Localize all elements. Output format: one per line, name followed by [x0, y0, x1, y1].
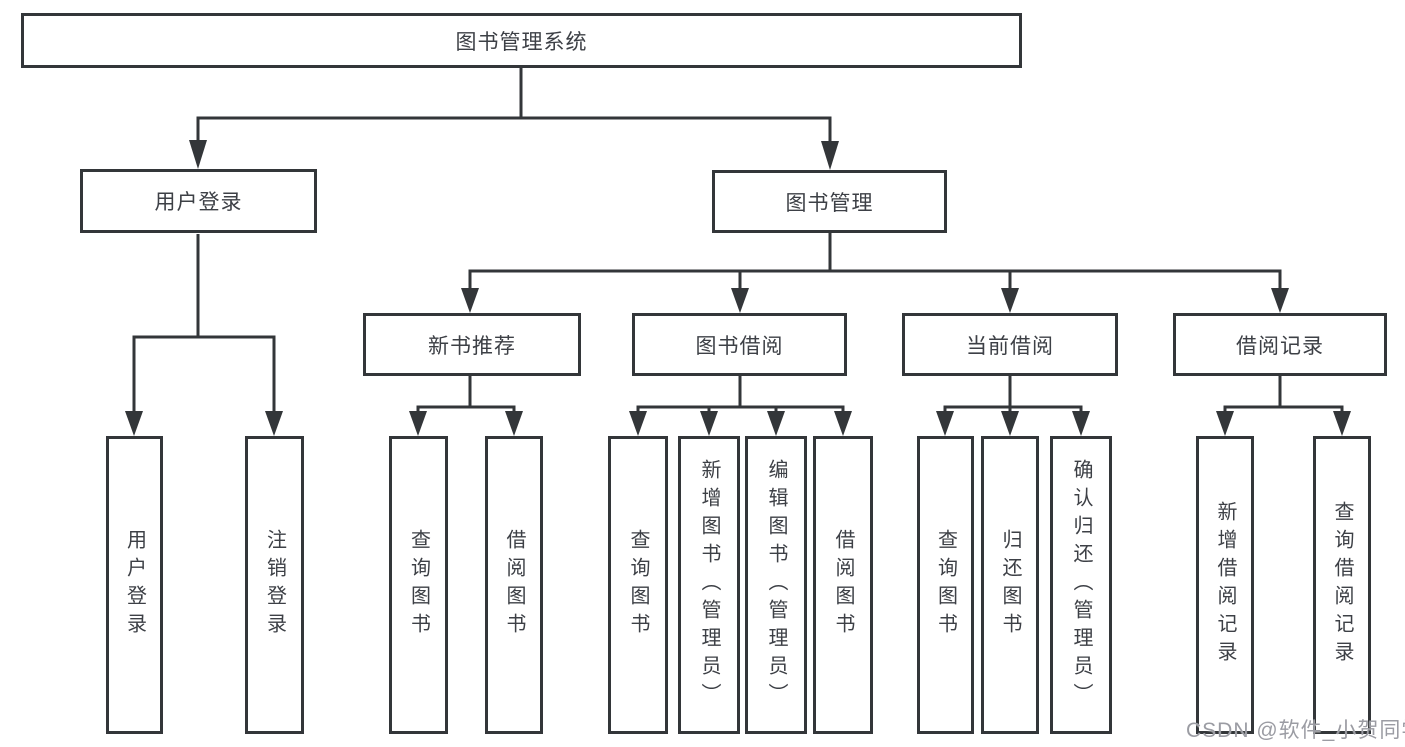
node-library-system: 图书管理系统	[21, 13, 1022, 68]
leaf-add-borrow-record: 新增借阅记录	[1196, 436, 1254, 734]
leaf-logout-label: 注销登录	[263, 529, 286, 641]
connector-book-mgmt-to-level2	[461, 233, 1289, 313]
leaf-user-login: 用户登录	[106, 436, 163, 734]
watermark: CSDN @软件_小贺同学	[1186, 719, 1405, 742]
node-user-login-label: 用户登录	[154, 191, 243, 214]
leaf-query-books-current: 查询图书	[917, 436, 974, 734]
connector-new-book-to-leaves	[409, 376, 523, 436]
node-book-borrowing-label: 图书借阅	[695, 334, 784, 358]
leaf-return-books-label: 归还图书	[999, 529, 1021, 641]
connector-user-login-to-leaves	[125, 234, 283, 436]
node-borrowing-records-label: 借阅记录	[1236, 334, 1324, 358]
leaf-borrow-books-borrowing-label: 借阅图书	[832, 529, 854, 641]
leaf-confirm-return-admin-label: 确认归还（管理员）	[1070, 459, 1092, 711]
node-book-management-label: 图书管理	[785, 191, 874, 215]
node-library-system-label: 图书管理系统	[455, 30, 588, 54]
leaf-query-borrow-record-label: 查询借阅记录	[1331, 501, 1353, 669]
leaf-query-books-borrowing-label: 查询图书	[627, 529, 649, 641]
connector-book-borrow-to-leaves	[629, 376, 852, 436]
leaf-logout: 注销登录	[245, 436, 304, 734]
leaf-query-books-recommend: 查询图书	[389, 436, 448, 734]
leaf-borrow-books-borrowing: 借阅图书	[813, 436, 873, 734]
leaf-query-books-borrowing: 查询图书	[608, 436, 668, 734]
node-new-book-recommend-label: 新书推荐	[428, 334, 516, 358]
leaf-user-login-label: 用户登录	[123, 529, 146, 641]
leaf-borrow-books-recommend-label: 借阅图书	[503, 529, 525, 641]
connector-borrow-record-to-leaves	[1216, 376, 1351, 436]
leaf-add-books-admin-label: 新增图书（管理员）	[698, 459, 720, 711]
leaf-confirm-return-admin: 确认归还（管理员）	[1050, 436, 1112, 734]
node-current-borrowing-label: 当前借阅	[966, 334, 1054, 358]
leaf-query-books-current-label: 查询图书	[934, 529, 957, 641]
leaf-edit-books-admin-label: 编辑图书（管理员）	[765, 459, 787, 711]
connector-root-to-level1	[189, 68, 839, 170]
node-user-login: 用户登录	[80, 169, 317, 233]
leaf-edit-books-admin: 编辑图书（管理员）	[745, 436, 807, 734]
node-book-management: 图书管理	[712, 170, 947, 233]
leaf-return-books: 归还图书	[981, 436, 1039, 734]
leaf-borrow-books-recommend: 借阅图书	[485, 436, 543, 734]
node-borrowing-records: 借阅记录	[1173, 313, 1387, 376]
node-new-book-recommend: 新书推荐	[363, 313, 581, 376]
node-current-borrowing: 当前借阅	[902, 313, 1118, 376]
connector-current-borrow-to-leaves	[936, 376, 1090, 436]
leaf-add-books-admin: 新增图书（管理员）	[678, 436, 740, 734]
node-book-borrowing: 图书借阅	[632, 313, 847, 376]
leaf-query-books-recommend-label: 查询图书	[407, 529, 430, 641]
leaf-query-borrow-record: 查询借阅记录	[1313, 436, 1371, 734]
leaf-add-borrow-record-label: 新增借阅记录	[1214, 501, 1236, 669]
